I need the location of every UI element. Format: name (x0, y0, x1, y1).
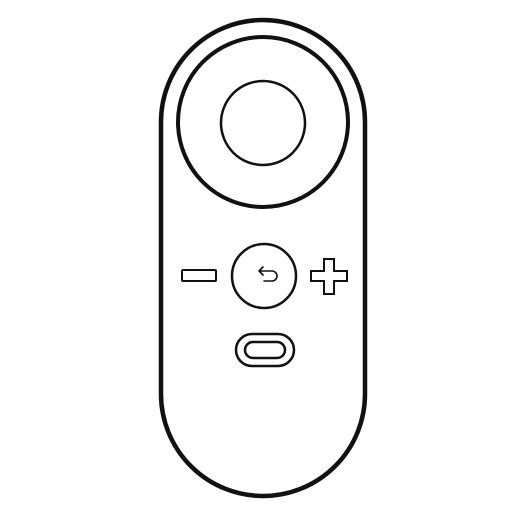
minus-icon (181, 269, 217, 282)
touchpad-center[interactable] (219, 79, 307, 167)
volume-down-button[interactable] (181, 269, 217, 282)
plus-icon (310, 258, 348, 295)
touchpad-outer-ring (176, 35, 350, 209)
home-pill-icon (243, 340, 287, 360)
home-button[interactable] (234, 332, 296, 368)
back-button[interactable] (230, 242, 298, 310)
back-button-ring (230, 242, 298, 310)
volume-up-button[interactable] (310, 258, 348, 295)
back-arrow-icon (258, 266, 278, 282)
